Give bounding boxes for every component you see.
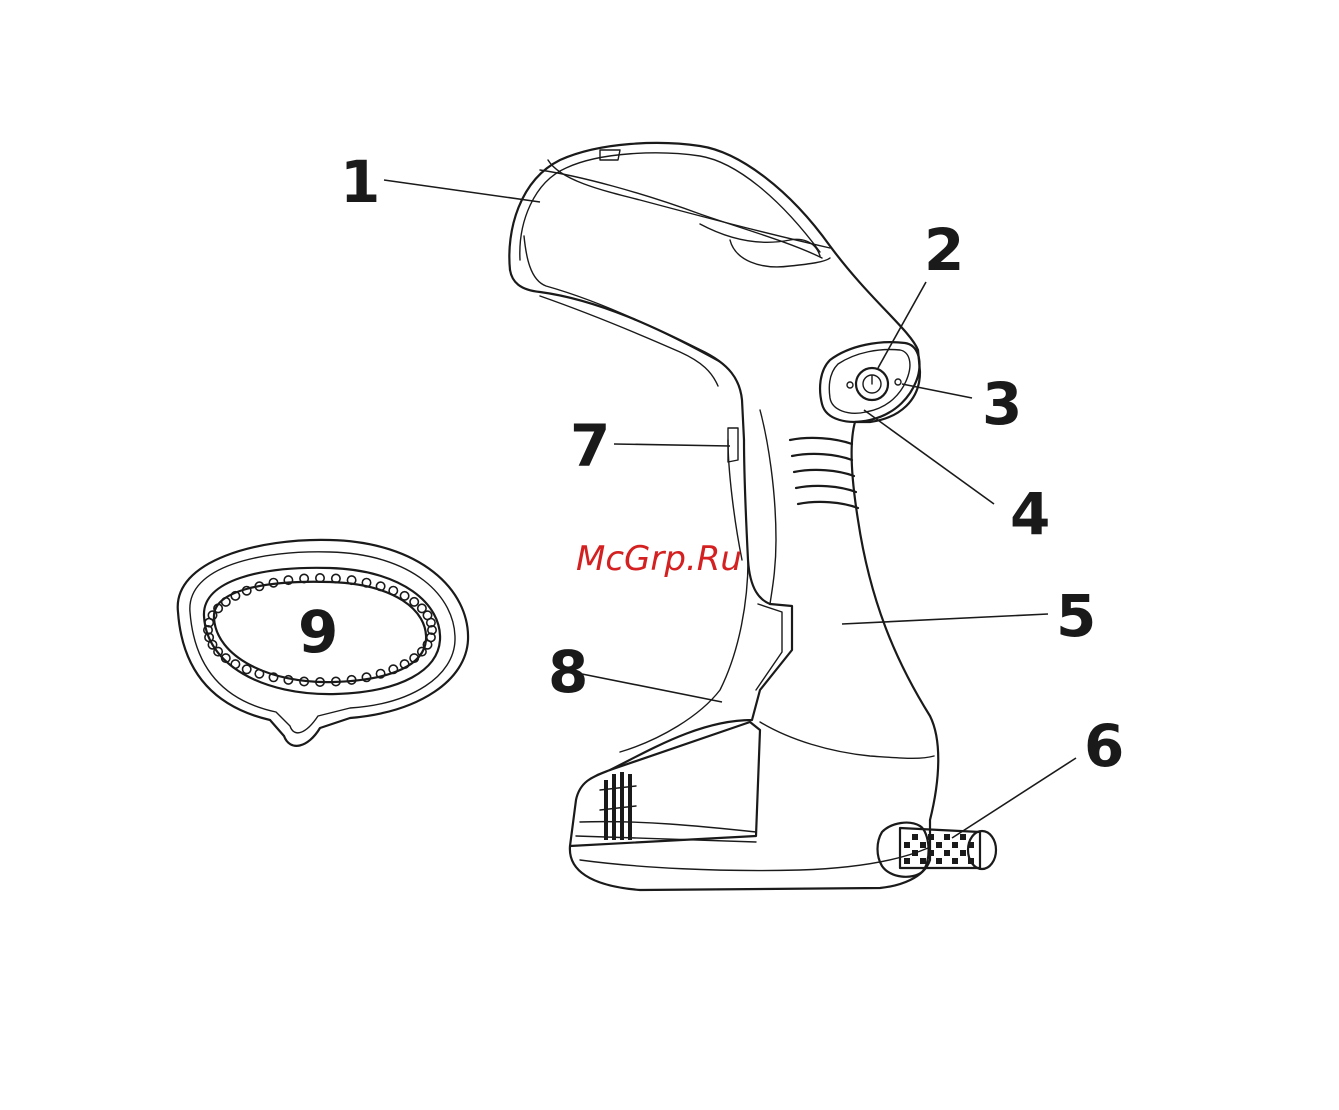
callout-2: 2 — [924, 216, 964, 284]
cord-texture-cell — [944, 834, 950, 840]
bristle — [222, 598, 230, 606]
callout-9: 9 — [298, 598, 338, 666]
cord-texture-cell — [912, 834, 918, 840]
cord-texture-cell — [960, 850, 966, 856]
cord-texture-cell — [928, 834, 934, 840]
cord-texture-cell — [904, 858, 910, 864]
cord-texture-cell — [952, 858, 958, 864]
cord-texture-cell — [928, 850, 934, 856]
callout-5: 5 — [1056, 582, 1096, 650]
cord-texture-cell — [920, 842, 926, 848]
cord-texture-cell — [968, 858, 974, 864]
cord-texture-cell — [952, 842, 958, 848]
callout-6: 6 — [1084, 712, 1124, 780]
cord-texture-cell — [944, 850, 950, 856]
callout-8: 8 — [548, 638, 588, 706]
leader-lines — [384, 180, 1076, 838]
cord-texture-cell — [936, 842, 942, 848]
cord-texture-cell — [920, 858, 926, 864]
cord-texture-cell — [904, 842, 910, 848]
bristle — [400, 592, 408, 600]
bristle — [231, 660, 239, 668]
cord-texture-cell — [912, 850, 918, 856]
cord-texture-cell — [960, 834, 966, 840]
callout-4: 4 — [1010, 480, 1050, 548]
cord-texture-cell — [936, 858, 942, 864]
bristle — [410, 598, 418, 606]
bristle — [243, 665, 251, 673]
callout-1: 1 — [340, 148, 380, 216]
bristle — [389, 587, 397, 595]
callout-3: 3 — [982, 370, 1022, 438]
cord-texture-cell — [968, 842, 974, 848]
callout-7: 7 — [570, 412, 610, 480]
cord-texture — [904, 834, 974, 864]
watermark-text: McGrp.Ru — [576, 539, 742, 579]
bristle — [255, 670, 263, 678]
steamer-body — [509, 143, 996, 890]
callout-numbers: 1 2 3 4 5 6 7 8 9 — [298, 148, 1124, 780]
